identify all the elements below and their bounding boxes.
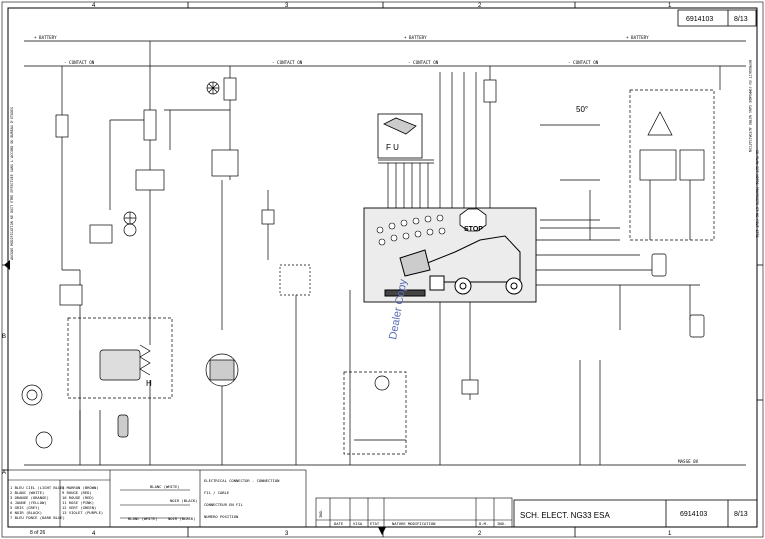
- circuit-column-3: [261, 190, 407, 465]
- drawing-title: SCH. ELECT. NG33 ESA: [520, 511, 610, 520]
- left-arrow-marker: [4, 260, 10, 270]
- rail-contact-1: - CONTACT ON: [64, 60, 95, 65]
- legend-color-item: 4 JAUNE (YELLOW): [10, 500, 47, 505]
- legend-wire-example-4: NOIR (BLACK): [168, 516, 195, 521]
- revision-ind-label: IND.: [318, 509, 323, 518]
- rail-masse: MASSE 0V: [678, 459, 699, 464]
- legend-color-list: 1 BLEU CIEL (LIGHT BLUE) 2 BLANC (WHITE)…: [10, 485, 103, 520]
- grid-col-4-top: 4: [92, 3, 96, 9]
- doc-number-top: 6914103: [686, 16, 713, 23]
- legend-wire-example-2: NOIR (BLACK): [170, 498, 197, 503]
- fan-icon: [123, 81, 220, 225]
- fu-switch-symbol: [377, 113, 434, 164]
- rail-contact-4: - CONTACT ON: [568, 60, 599, 65]
- doc-number-bottom: 6914103: [680, 511, 707, 518]
- legend-color-item: 7 BLEU FONCE (DARK BLUE): [10, 515, 65, 520]
- revision-date-label: DATE: [334, 521, 344, 526]
- revision-block: [315, 497, 513, 528]
- legend-note: CONNECTEUR EN FIL: [204, 502, 244, 507]
- page-number-top: 8/13: [734, 16, 748, 23]
- title-block: [513, 499, 758, 528]
- legend-color-item: 12 VERT (GREEN): [62, 505, 96, 510]
- rail-contact-3: - CONTACT ON: [408, 60, 439, 65]
- grid-col-2-top: 2: [478, 3, 482, 9]
- revision-nature-label: NATURE MODIFICATION: [392, 521, 436, 526]
- grid-col-4-bottom: 4: [92, 531, 96, 537]
- right-margin-note-2: CE PLAN EST NOTRE PROPRIETE ET NE PEUT E…: [755, 150, 759, 238]
- rail-contact-2: - CONTACT ON: [272, 60, 303, 65]
- power-rails: [24, 40, 746, 466]
- fu-label: F U: [386, 143, 399, 152]
- revision-arrow-marker: [378, 527, 386, 535]
- circuit-column-2: [387, 66, 700, 465]
- legend-color-item: 11 ROSE (PINK): [62, 500, 94, 505]
- page-counter: 8 of 26: [30, 530, 46, 536]
- rail-battery-1: + BATTERY: [34, 35, 57, 40]
- grid-col-1-bottom: 1: [668, 531, 672, 537]
- legend-color-item: 1 BLEU CIEL (LIGHT BLUE): [10, 485, 65, 490]
- dashboard-panel: [363, 207, 537, 303]
- legend-note: NUMERO POSITION: [204, 514, 239, 519]
- legend-color-item: 3 ORANGE (ORANGE): [10, 495, 49, 500]
- grid-col-2-bottom: 2: [478, 531, 482, 537]
- legend-color-item: 9 ROUGE (RED): [62, 490, 92, 495]
- rail-battery-2: + BATTERY: [404, 35, 427, 40]
- angle-50-label: 50°: [576, 105, 588, 114]
- circuit-column-4: [21, 41, 239, 465]
- right-margin-note-1: REPRODUIT EN COMMANDE SANS NOTRE AUTORIS…: [748, 60, 752, 152]
- legend-color-item: 10 ROUGE (RED): [62, 495, 94, 500]
- stop-sign-label: STOP: [464, 226, 483, 233]
- legend-color-item: 13 VIOLET (PURPLE): [62, 510, 103, 515]
- legend-wire-example-1: BLANC (WHITE): [150, 484, 180, 489]
- left-margin-note: AUCUNE MODIFICATION NE DOIT ETRE EFFECTU…: [10, 107, 14, 260]
- grid-row-a: A: [2, 470, 6, 476]
- grid-col-3-top: 3: [285, 3, 289, 9]
- revision-etat-label: ETAT: [370, 521, 380, 526]
- grid-row-b: B: [2, 334, 6, 340]
- h-label: H: [146, 379, 152, 388]
- legend-color-item: 5 GRIS (GREY): [10, 505, 40, 510]
- revision-dm-label: D.M.: [479, 521, 488, 526]
- legend-color-item: 6 NOIR (BLACK): [10, 510, 42, 515]
- revision-visa-label: VISA: [353, 521, 363, 526]
- legend-color-item: 2 BLANC (WHITE): [10, 490, 44, 495]
- grid-col-1-top: 1: [668, 3, 672, 9]
- circuit-column-1: [629, 66, 721, 338]
- rail-battery-3: + BATTERY: [626, 35, 649, 40]
- revision-ind-col-label: IND.: [497, 521, 506, 526]
- legend-color-item: 8 MARRON (BROWN): [62, 485, 99, 490]
- legend-block: [7, 469, 307, 528]
- grid-col-3-bottom: 3: [285, 531, 289, 537]
- doc-header: [677, 9, 757, 27]
- legend-note: ELECTRICAL CONNECTOR - CONNECTION: [204, 478, 280, 483]
- legend-wire-example-3: BLANC (WHITE): [128, 516, 158, 521]
- page-number-bottom: 8/13: [734, 511, 748, 518]
- legend-note: FIL / CABLE: [204, 490, 230, 495]
